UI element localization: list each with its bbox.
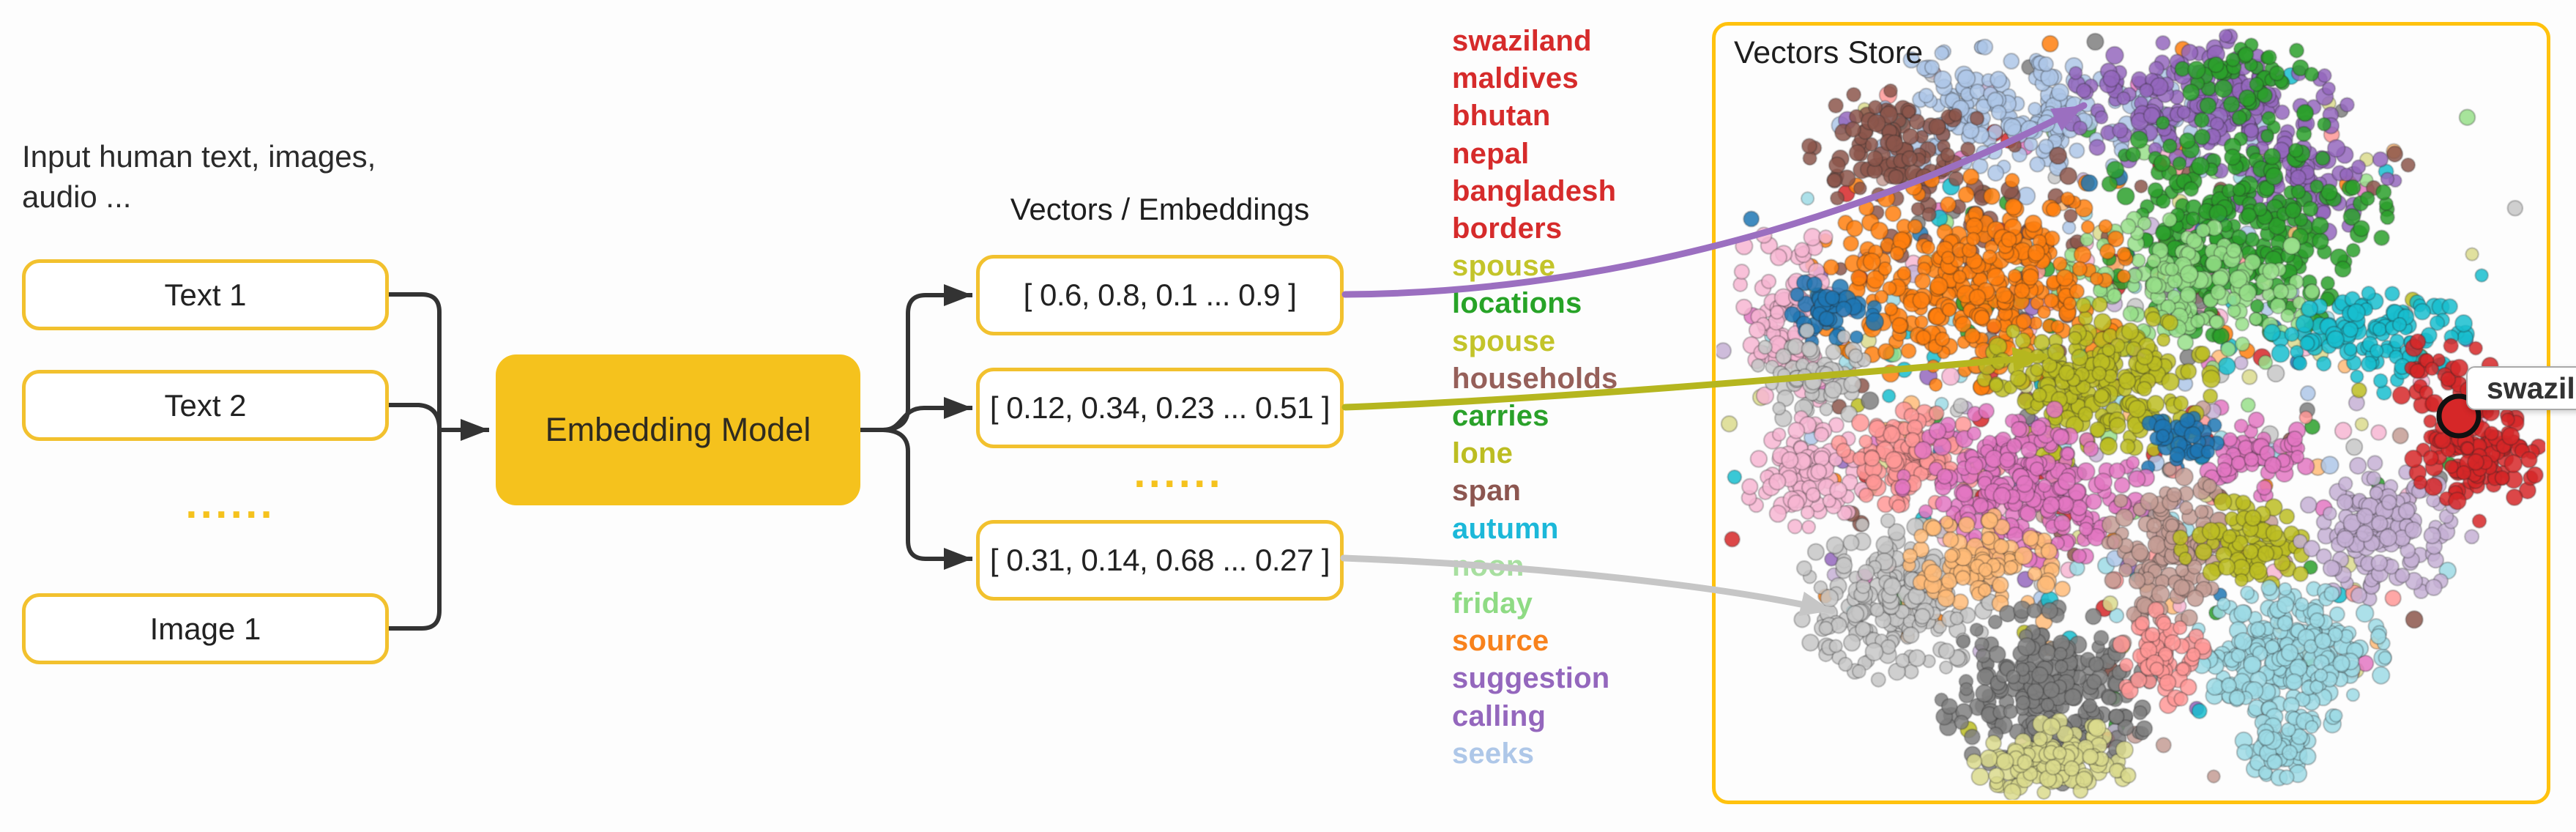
word-item: friday xyxy=(1452,587,1533,620)
vectors-title: Vectors / Embeddings xyxy=(1010,192,1310,226)
word-item: spouse xyxy=(1452,324,1556,357)
word-item: locations xyxy=(1452,287,1582,320)
embedding-model-label: Embedding Model xyxy=(545,411,811,448)
word-item: seeks xyxy=(1452,737,1535,770)
word-item: spouse xyxy=(1452,250,1556,283)
input-caption: Input human text, images, audio ... xyxy=(22,136,432,218)
vector-box-1-value: [ 0.6, 0.8, 0.1 ... 0.9 ] xyxy=(1023,278,1297,312)
word-item: bhutan xyxy=(1452,100,1551,133)
input-box-text2-label: Text 2 xyxy=(164,387,247,423)
highlight-tooltip: swaziland xyxy=(2466,366,2576,410)
input-box-text1: Text 1 xyxy=(22,259,389,330)
input-box-text1-label: Text 1 xyxy=(164,277,247,312)
vector-box-3-value: [ 0.31, 0.14, 0.68 ... 0.27 ] xyxy=(989,543,1330,577)
input-caption-line2: audio ... xyxy=(22,179,132,215)
word-item: maldives xyxy=(1452,62,1579,95)
word-item: carries xyxy=(1452,400,1549,433)
word-item: autumn xyxy=(1452,512,1559,545)
vector-box-2: [ 0.12, 0.34, 0.23 ... 0.51 ] xyxy=(976,368,1344,448)
highlight-tooltip-label: swaziland xyxy=(2487,371,2576,405)
input-box-text2: Text 2 xyxy=(22,370,389,441)
word-item: source xyxy=(1452,625,1549,658)
vectors-store-box xyxy=(1712,22,2550,804)
vector-box-1: [ 0.6, 0.8, 0.1 ... 0.9 ] xyxy=(976,255,1344,335)
word-item: suggestion xyxy=(1452,662,1610,695)
word-item: bangladesh xyxy=(1452,174,1617,207)
vectors-ellipsis: ...... xyxy=(1133,456,1224,495)
word-item: borders xyxy=(1452,212,1563,245)
word-item: lone xyxy=(1452,437,1514,470)
word-item: households xyxy=(1452,362,1618,395)
input-caption-line1: Input human text, images, xyxy=(22,139,376,174)
word-item: noon xyxy=(1452,549,1525,582)
word-item: nepal xyxy=(1452,137,1530,170)
input-box-image1: Image 1 xyxy=(22,593,389,664)
embedding-model-box: Embedding Model xyxy=(496,354,860,505)
word-item: calling xyxy=(1452,699,1546,732)
vector-box-3: [ 0.31, 0.14, 0.68 ... 0.27 ] xyxy=(976,520,1344,601)
input-box-image1-label: Image 1 xyxy=(149,611,261,646)
word-item: swaziland xyxy=(1452,25,1592,57)
word-list: swaziland maldives bhutan nepal bangladesh bo… xyxy=(1452,23,1694,773)
word-item: span xyxy=(1452,475,1522,508)
input-ellipsis: ...... xyxy=(185,486,275,526)
vector-box-2-value: [ 0.12, 0.34, 0.23 ... 0.51 ] xyxy=(989,390,1330,425)
vectors-store-title: Vectors Store xyxy=(1734,35,1924,70)
